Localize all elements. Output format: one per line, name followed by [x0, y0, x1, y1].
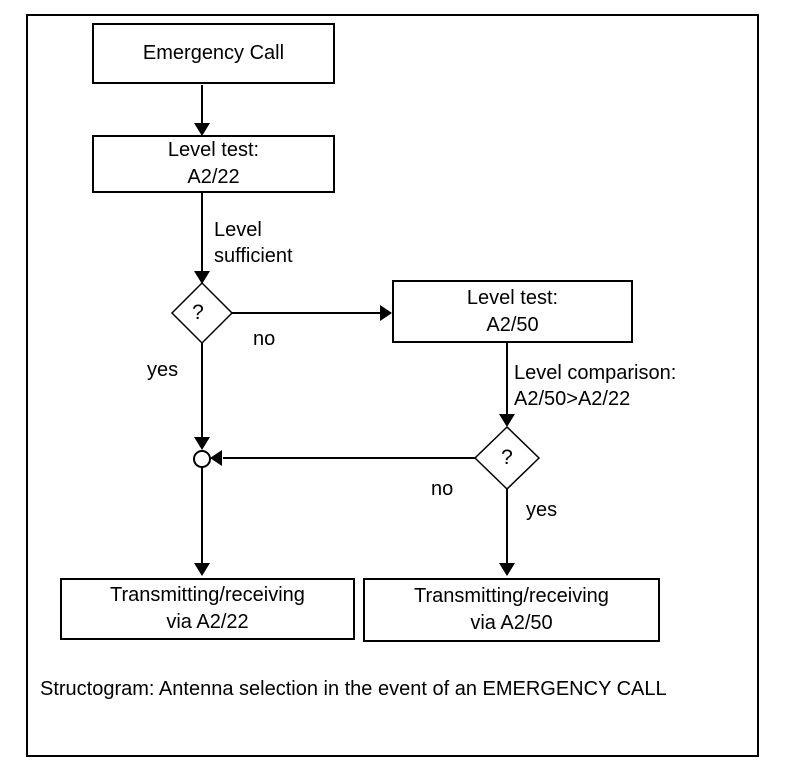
- edge-label-line1: Level: [214, 219, 262, 241]
- decision1-diamond: [170, 281, 234, 345]
- node-level-test-a250: Level test: A2/50: [392, 280, 633, 343]
- node-label-line2: via A2/50: [470, 612, 553, 634]
- edge-label-decision2-yes: yes: [526, 499, 558, 521]
- edge-label-line2: A2/50>A2/22: [514, 388, 631, 410]
- node-transmit-a250: Transmitting/receiving via A2/50: [363, 578, 660, 642]
- node-label-line2: A2/22: [187, 166, 240, 188]
- edge-label-level-sufficient: Level sufficient: [214, 217, 293, 269]
- node-level-test-a222: Level test: A2/22: [92, 135, 335, 193]
- node-label-line1: Level test:: [466, 286, 559, 309]
- decision2-question-mark: ?: [501, 446, 513, 469]
- edge-label-decision1-yes: yes: [147, 359, 179, 381]
- arrow-leveltest2-to-decision2: [499, 343, 515, 427]
- arrow-decision2-yes-to-transmit-a250: [499, 489, 515, 576]
- arrow-leveltest-to-decision1: [194, 193, 210, 284]
- node-label-line2: via A2/22: [166, 611, 249, 633]
- edge-label-line1: Level comparison:: [514, 362, 677, 384]
- node-label-line1: Transmitting/receiving: [110, 584, 305, 606]
- node-emergency-call: Emergency Call: [92, 23, 335, 84]
- diagram-caption: Structogram: Antenna selection in the ev…: [40, 678, 667, 700]
- edge-label-line2: sufficient: [214, 245, 293, 267]
- node-transmit-a222: Transmitting/receiving via A2/22: [60, 578, 355, 640]
- decision2-diamond: [473, 425, 541, 491]
- diagram-border: [26, 14, 759, 757]
- node-label-line1: Transmitting/receiving: [414, 585, 609, 607]
- node-label-line2: A2/50: [486, 313, 539, 336]
- arrow-decision1-yes-to-connector: [194, 343, 210, 450]
- edge-label-decision2-no: no: [431, 478, 454, 500]
- arrow-decision2-no-to-connector: [210, 450, 475, 466]
- node-label: Emergency Call: [142, 42, 285, 64]
- node-label-line1: Level test:: [167, 139, 260, 161]
- arrow-decision1-no-to-leveltest2: [232, 305, 392, 321]
- decision1-question-mark: ?: [192, 301, 204, 324]
- merge-connector-circle: [193, 450, 211, 468]
- edge-label-decision1-no: no: [253, 328, 276, 350]
- arrow-emergency-to-leveltest: [194, 85, 210, 136]
- edge-label-level-comparison: Level comparison: A2/50>A2/22: [514, 360, 676, 412]
- arrow-connector-to-transmit-a222: [194, 467, 210, 576]
